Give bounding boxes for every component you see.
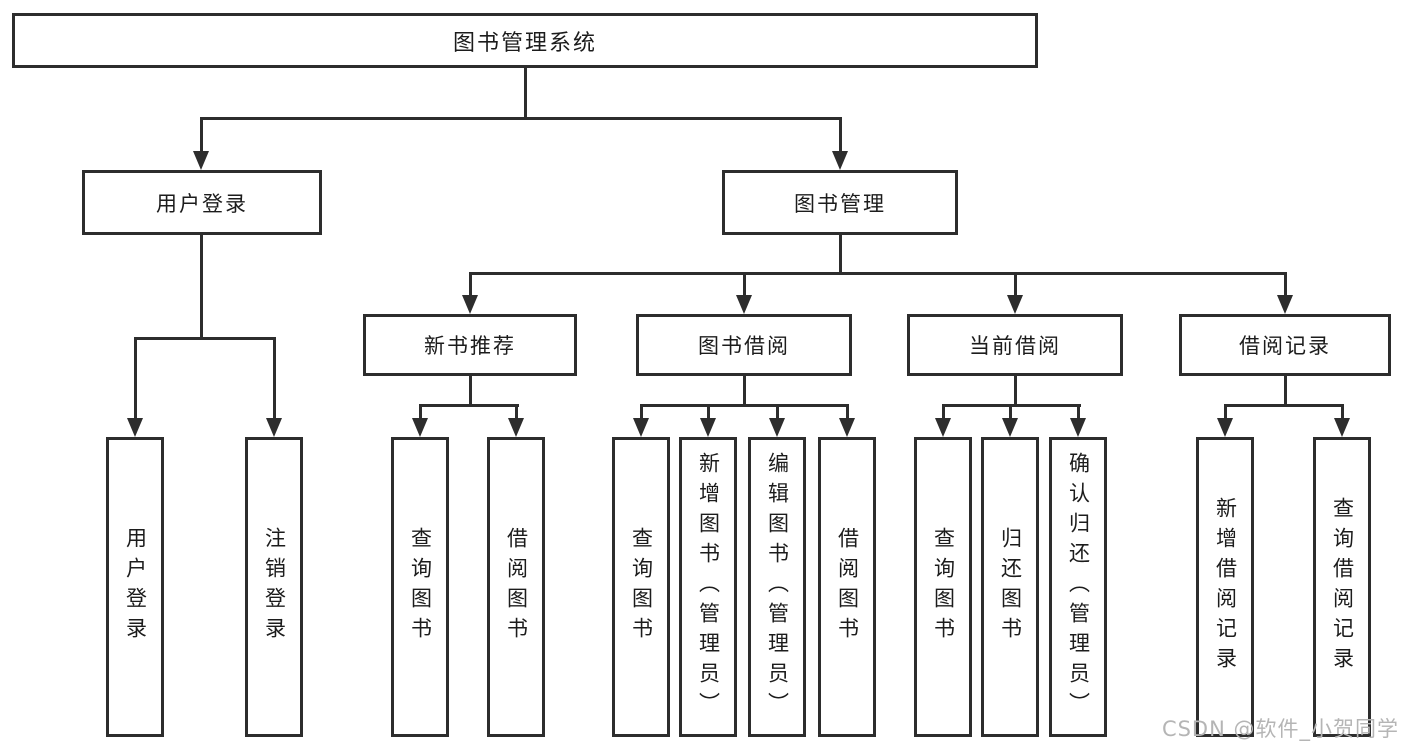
connector-line (134, 338, 137, 424)
connector-line (776, 405, 779, 423)
arrow-down-icon (462, 295, 478, 314)
connector-line (524, 68, 527, 118)
arrow-down-icon (412, 418, 428, 437)
connector-line (515, 405, 518, 423)
connector-line (200, 117, 842, 120)
connector-line (846, 405, 849, 423)
connector-line (640, 405, 643, 423)
connector-line (743, 376, 746, 405)
connector-line (1224, 405, 1227, 423)
arrow-down-icon (266, 418, 282, 437)
leaf-current-confirm-return-admin: 确认归还（管理员） (1049, 437, 1107, 737)
connector-line (200, 118, 203, 158)
connector-line (839, 118, 842, 158)
arrow-down-icon (1007, 295, 1023, 314)
leaf-borrow-borrow-books: 借阅图书 (818, 437, 876, 737)
connector-line (942, 405, 945, 423)
leaf-recommend-query-books: 查询图书 (391, 437, 449, 737)
connector-line (273, 338, 276, 424)
arrow-down-icon (1334, 418, 1350, 437)
connector-line (640, 404, 849, 407)
leaf-records-add-record: 新增借阅记录 (1196, 437, 1254, 737)
arrow-down-icon (127, 418, 143, 437)
leaf-borrow-edit-books-admin: 编辑图书（管理员） (748, 437, 806, 737)
connector-line (469, 376, 472, 405)
node-new-book-recommend: 新书推荐 (363, 314, 577, 376)
connector-line (1014, 376, 1017, 405)
connector-line (743, 273, 746, 298)
node-book-management: 图书管理 (722, 170, 958, 235)
leaf-borrow-query-books: 查询图书 (612, 437, 670, 737)
leaf-records-query-record: 查询借阅记录 (1313, 437, 1371, 737)
connector-line (1077, 405, 1080, 423)
connector-line (419, 404, 519, 407)
arrow-down-icon (736, 295, 752, 314)
arrow-down-icon (1217, 418, 1233, 437)
connector-line (469, 272, 1287, 275)
connector-line (1224, 404, 1344, 407)
connector-line (1284, 273, 1287, 298)
connector-line (134, 337, 276, 340)
arrow-down-icon (1002, 418, 1018, 437)
connector-line (1014, 273, 1017, 298)
node-borrow-records: 借阅记录 (1179, 314, 1391, 376)
leaf-current-query-books: 查询图书 (914, 437, 972, 737)
leaf-current-return-books: 归还图书 (981, 437, 1039, 737)
arrow-down-icon (633, 418, 649, 437)
node-current-borrow: 当前借阅 (907, 314, 1123, 376)
connector-line (419, 405, 422, 423)
arrow-down-icon (769, 418, 785, 437)
connector-line (1341, 405, 1344, 423)
leaf-logout: 注销登录 (245, 437, 303, 737)
leaf-recommend-borrow-books: 借阅图书 (487, 437, 545, 737)
leaf-borrow-add-books-admin: 新增图书（管理员） (679, 437, 737, 737)
arrow-down-icon (839, 418, 855, 437)
connector-line (707, 405, 710, 423)
arrow-down-icon (1070, 418, 1086, 437)
connector-line (839, 235, 842, 273)
connector-line (200, 235, 203, 338)
connector-line (469, 273, 472, 298)
arrow-down-icon (1277, 295, 1293, 314)
connector-line (1284, 376, 1287, 405)
csdn-watermark: CSDN @软件_小贺同学 (1161, 717, 1399, 741)
arrow-down-icon (700, 418, 716, 437)
arrow-down-icon (193, 151, 209, 170)
leaf-user-login: 用户登录 (106, 437, 164, 737)
connector-line (1009, 405, 1012, 423)
node-user-login: 用户登录 (82, 170, 322, 235)
arrow-down-icon (508, 418, 524, 437)
node-root: 图书管理系统 (12, 13, 1038, 68)
node-book-borrow: 图书借阅 (636, 314, 852, 376)
arrow-down-icon (935, 418, 951, 437)
arrow-down-icon (832, 151, 848, 170)
